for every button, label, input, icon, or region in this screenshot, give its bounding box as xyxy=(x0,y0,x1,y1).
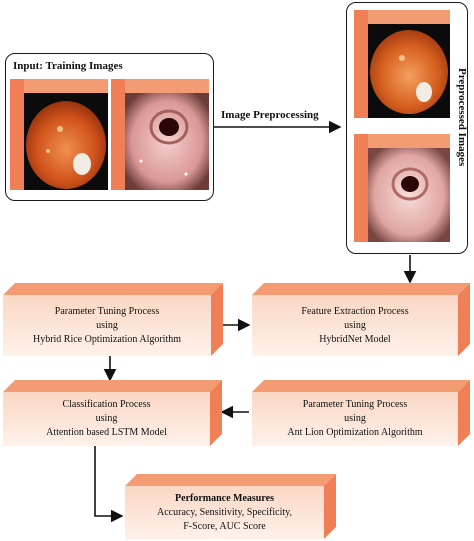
box-line: Parameter Tuning Process xyxy=(54,305,160,317)
output-panel-title: Preprocessed Images xyxy=(456,68,468,167)
box-line: Ant Lion Optimization Algorithm xyxy=(287,427,423,438)
endoscopy-image-1 xyxy=(10,79,108,190)
box-line: Parameter Tuning Process xyxy=(302,399,408,410)
preprocessed-endoscopy-image-1 xyxy=(354,10,450,118)
classification-to-performance-arrow xyxy=(94,446,124,523)
box-line: Hybrid Rice Optimization Algorithm xyxy=(32,333,182,345)
feature-extraction-box: Feature Extraction Process using HybridN… xyxy=(252,283,470,356)
param-tuning-hybrid-rice-box: Parameter Tuning Process using Hybrid Ri… xyxy=(3,283,223,356)
preprocessed-endoscopy-image-2 xyxy=(354,134,450,242)
endoscopy-image-2 xyxy=(111,79,209,190)
box-line: using xyxy=(344,319,366,331)
box-line: F-Score, AUC Score xyxy=(183,520,266,532)
box-line: HybridNet Model xyxy=(319,333,391,345)
performance-measures-box: Performance Measures Accuracy, Sensitivi… xyxy=(125,474,336,539)
box-line: Accuracy, Sensitivity, Specificity, xyxy=(157,506,292,518)
box-line: using xyxy=(95,413,118,424)
box-line: Classification Process xyxy=(62,399,151,410)
box-line: Feature Extraction Process xyxy=(301,305,409,317)
param-tuning-ant-lion-box: Parameter Tuning Process using Ant Lion … xyxy=(252,380,470,446)
box-line: using xyxy=(96,319,118,331)
box-line: Attention based LSTM Model xyxy=(46,427,167,438)
input-panel-title: Input: Training Images xyxy=(13,60,123,72)
classification-box: Classification Process using Attention b… xyxy=(3,380,222,446)
preprocess-label: Image Preprocessing xyxy=(221,109,319,121)
performance-title: Performance Measures xyxy=(175,492,274,504)
box-line: using xyxy=(344,413,366,424)
